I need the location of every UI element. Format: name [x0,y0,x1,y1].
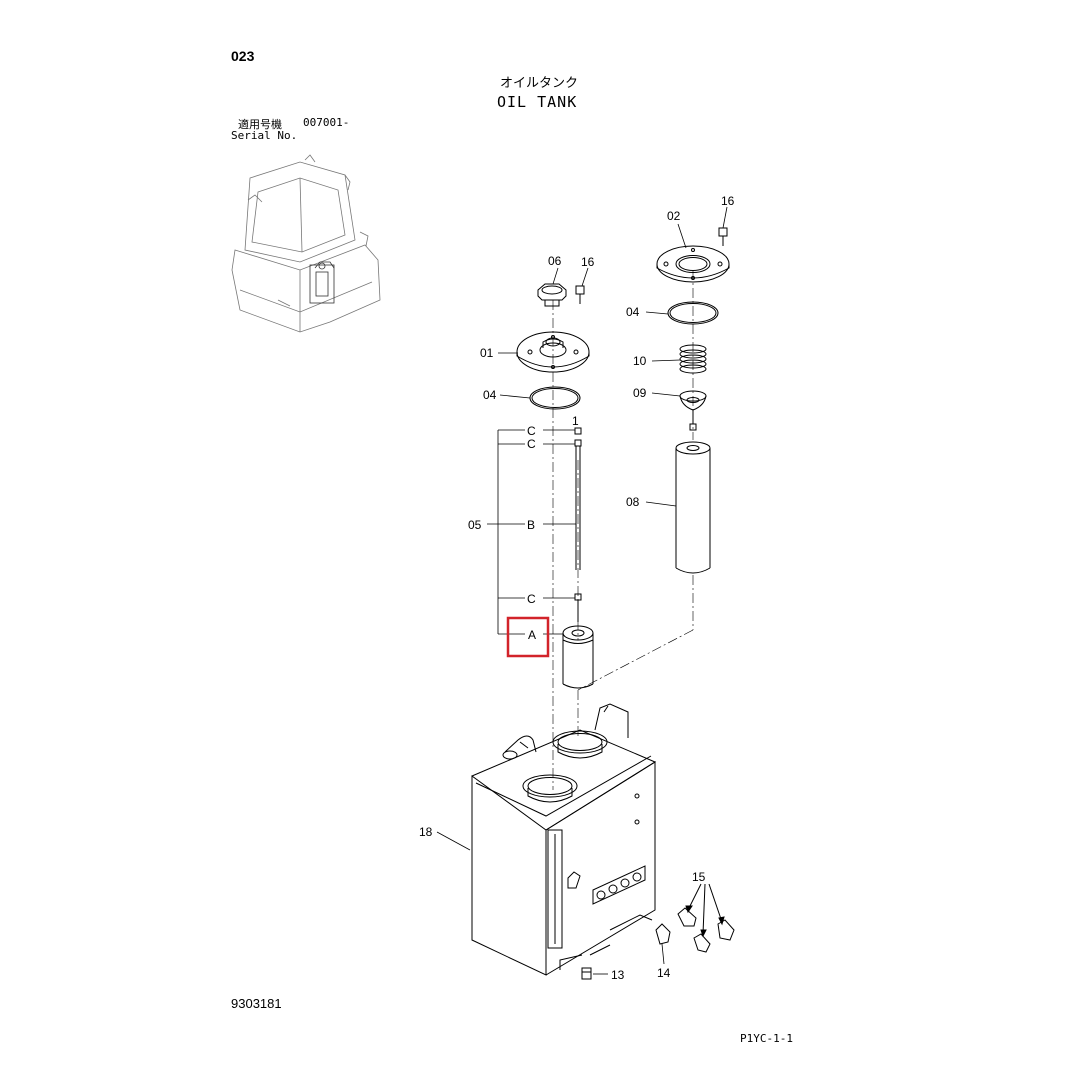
serial-value: 007001- [303,116,350,129]
part-08-filter-element [675,441,711,574]
part-14-elbow [655,923,671,945]
machine-location-sketch [231,154,381,333]
document-number: 9303181 [231,996,282,1011]
callout-16-right: 16 [721,194,735,208]
leader-lines [436,206,728,975]
part-18-oil-tank [470,703,657,976]
page-reference: P1YC-1-1 [740,1032,793,1045]
part-05-strainer-rod [574,427,582,622]
sub-label-b: B [527,518,535,532]
callout-09: 09 [633,386,647,400]
part-13-drain-plug [581,967,592,980]
serial-label-japanese: 適用号機 [238,118,282,131]
callout-16-left: 16 [581,255,595,269]
highlight-box-a [506,616,550,658]
sub-label-c-1: C [527,424,536,438]
callout-08: 08 [626,495,640,509]
assembly-centerlines [552,270,694,790]
page-code: 023 [231,48,255,64]
callout-10: 10 [633,354,647,368]
callout-18: 18 [419,825,433,839]
part-A-strainer-element [562,625,594,689]
callout-02: 02 [667,209,681,223]
sub-label-a: A [528,628,536,642]
part-10-spring [679,344,707,374]
page-title: OIL TANK [497,93,578,111]
callout-06: 06 [548,254,562,268]
callout-13: 13 [611,968,625,982]
sub-label-c-2: C [527,437,536,451]
part-16-bolt-left [575,285,585,304]
serial-label: Serial No. [231,129,298,142]
part-01-cover-plate [516,331,590,373]
part-02-cover-plate [656,245,730,283]
callout-labels: 02 16 06 16 01 04 04 10 09 1 05 08 18 15… [419,194,735,982]
callout-14: 14 [657,966,671,980]
part-04-gasket-right [667,301,719,325]
part-06-cap [537,283,567,307]
callout-1: 1 [572,414,579,428]
callout-05: 05 [468,518,482,532]
part-16-bolt-right [718,227,728,246]
callout-05-bracket [487,429,576,635]
callout-01: 01 [480,346,494,360]
title-japanese: オイルタンク [500,76,579,91]
sub-label-c-3: C [527,592,536,606]
part-04-gasket-left [529,386,581,410]
callout-04-right: 04 [626,305,640,319]
part-15-elbows [677,883,735,953]
callout-04-left: 04 [483,388,497,402]
callout-15: 15 [692,870,706,884]
